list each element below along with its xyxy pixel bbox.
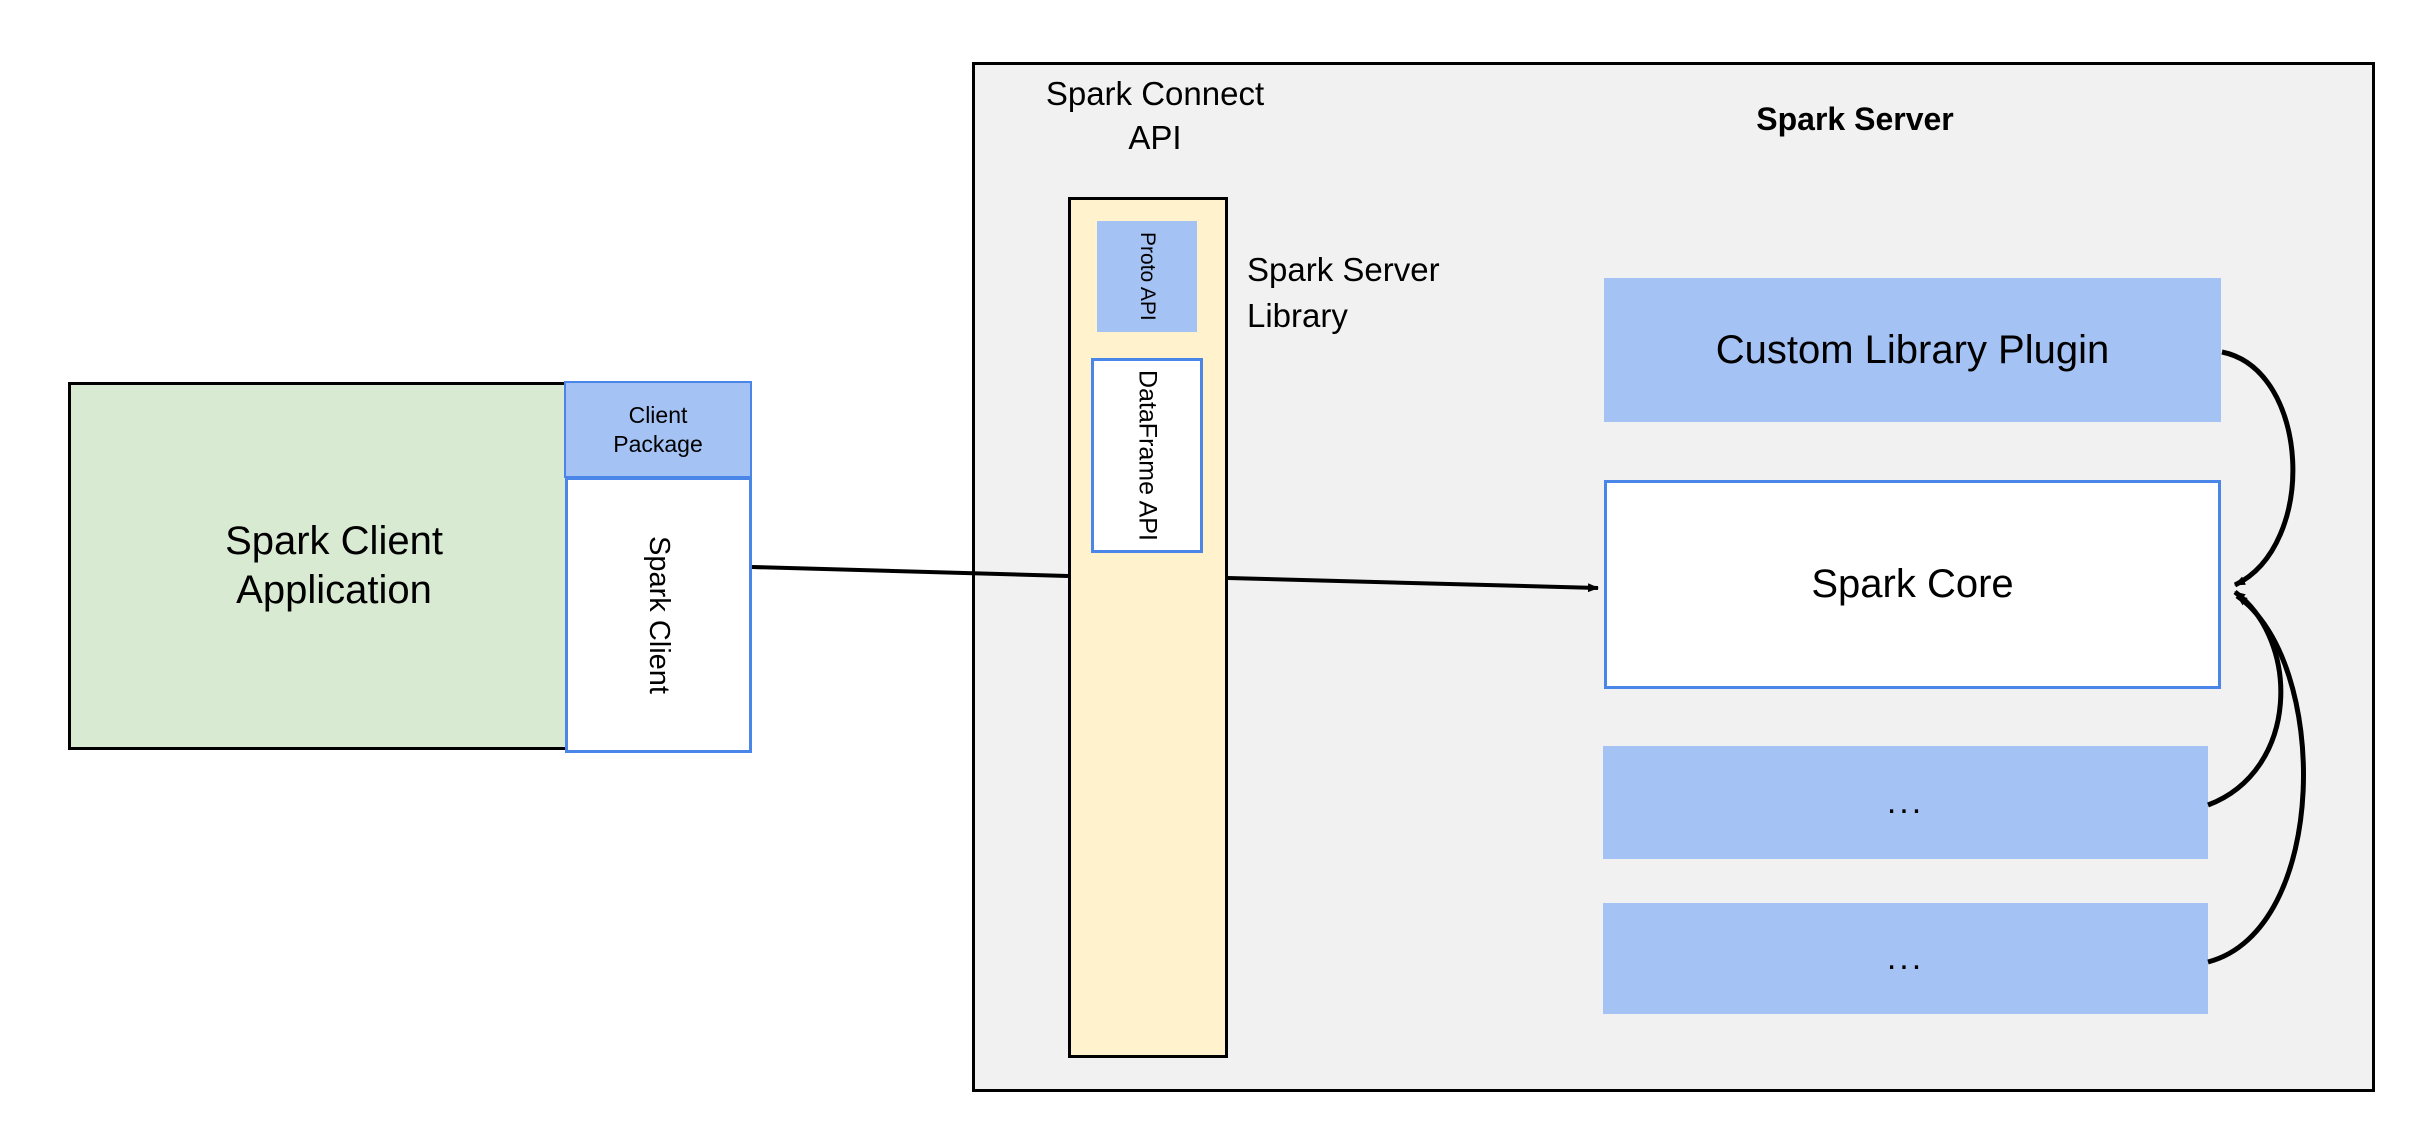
dataframe-api-label: DataFrame API (1133, 370, 1162, 541)
client-package-line1: Client (628, 401, 688, 428)
client-package-box[interactable]: Client Package (564, 381, 752, 478)
spark-connect-api-line1: Spark Connect (1045, 75, 1265, 112)
custom-library-plugin-box[interactable]: Custom Library Plugin (1604, 278, 2221, 422)
proto-api-box[interactable]: Proto API (1097, 221, 1197, 332)
client-package-line2: Package (613, 430, 703, 457)
spark-connect-api-label: Spark Connect API (1010, 72, 1300, 160)
spark-client-application-line2: Application (236, 568, 432, 612)
dataframe-api-box[interactable]: DataFrame API (1091, 358, 1203, 553)
spark-core-box[interactable]: Spark Core (1604, 480, 2221, 689)
ellipsis-box-1-label: ... (1886, 783, 1925, 821)
spark-client-application-box[interactable]: Spark Client Application (68, 382, 600, 750)
spark-core-label: Spark Core (1811, 562, 2014, 606)
spark-server-library-line1: Spark Server (1247, 251, 1440, 288)
spark-client-application-line1: Spark Client (225, 519, 443, 564)
spark-server-library-line2: Library (1247, 296, 1348, 334)
custom-library-plugin-label: Custom Library Plugin (1715, 327, 2110, 372)
spark-connect-api-column (1068, 197, 1228, 1058)
spark-server-library-label: Spark Server Library (1247, 247, 1577, 338)
ellipsis-box-1[interactable]: ... (1603, 746, 2208, 859)
ellipsis-box-2[interactable]: ... (1603, 903, 2208, 1014)
spark-client-label: Spark Client (643, 536, 675, 694)
spark-client-box[interactable]: Spark Client (565, 477, 752, 753)
spark-connect-api-line2: API (1128, 119, 1182, 157)
proto-api-label: Proto API (1136, 232, 1159, 321)
ellipsis-box-2-label: ... (1886, 939, 1925, 977)
spark-server-title: Spark Server (1756, 101, 1954, 137)
